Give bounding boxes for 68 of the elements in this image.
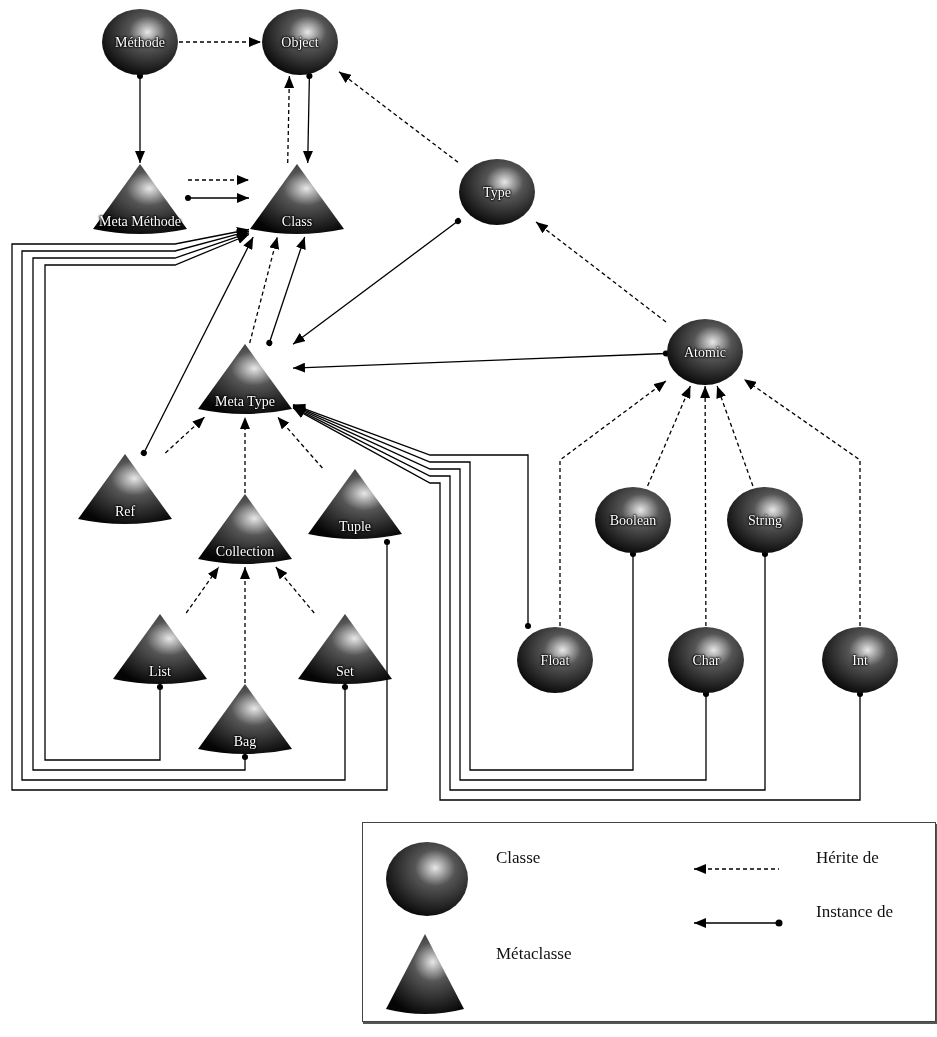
node-label: Ref — [113, 504, 137, 519]
arrow — [292, 404, 637, 771]
node-label: Meta Type — [214, 394, 276, 409]
node-label: Float — [539, 652, 571, 668]
arrow — [21, 229, 349, 781]
dashed-arrow — [535, 221, 667, 323]
arrow — [11, 226, 391, 791]
dashed-arrow — [338, 71, 459, 163]
node-label: Meta Méthode — [98, 214, 182, 229]
node-label: Boolean — [608, 512, 658, 528]
legend-label: Instance de — [816, 902, 893, 922]
metaclass-cone — [197, 343, 293, 417]
arrow — [140, 236, 254, 457]
metaclass-cone — [197, 683, 293, 757]
dashed-arrow — [716, 385, 754, 487]
dashed-arrow — [743, 378, 861, 627]
class-sphere — [594, 486, 672, 554]
dashed-arrow — [240, 566, 250, 684]
class-sphere — [726, 486, 804, 554]
dashed-arrow — [164, 416, 206, 454]
class-sphere — [516, 626, 594, 694]
node-label: Object — [280, 34, 320, 50]
node-label: Class — [280, 214, 314, 229]
node-label: List — [148, 664, 172, 679]
class-sphere — [101, 8, 179, 76]
node-label: Bag — [232, 734, 258, 749]
metaclass-cone — [77, 453, 173, 527]
metaclass-cone — [197, 493, 293, 567]
node-label: Set — [335, 664, 355, 679]
arrow — [184, 193, 250, 203]
dashed-arrow — [700, 385, 711, 627]
node-label: Méthode — [114, 34, 166, 50]
class-sphere — [261, 8, 339, 76]
metaclass-cone — [92, 163, 188, 237]
dashed-arrow — [646, 385, 692, 487]
node-label: Type — [482, 184, 512, 200]
class-sphere — [667, 626, 745, 694]
arrow — [292, 403, 532, 630]
node-label: Char — [691, 652, 721, 668]
class-sphere — [458, 158, 536, 226]
dashed-arrow — [276, 416, 324, 469]
metaclass-cone — [112, 613, 208, 687]
arrow — [292, 407, 864, 801]
arrow — [302, 72, 313, 164]
dashed-arrow — [559, 380, 667, 627]
dashed-arrow — [178, 37, 262, 47]
metaclass-cone — [307, 468, 403, 542]
node-label: String — [746, 512, 784, 528]
arrow — [292, 218, 462, 345]
metaclass-cone — [249, 163, 345, 237]
node-label: Atomic — [683, 344, 727, 360]
class-sphere — [821, 626, 899, 694]
node-label: Int — [851, 652, 869, 668]
dashed-arrow — [240, 416, 250, 494]
dashed-arrow — [284, 75, 295, 164]
class-sphere — [666, 318, 744, 386]
arrow — [266, 236, 306, 347]
legend-label: Classe — [496, 848, 541, 868]
legend-label: Hérite de — [816, 848, 879, 868]
metaclass-cone — [297, 613, 393, 687]
legend-label: Métaclasse — [496, 944, 572, 964]
node-label: Tuple — [337, 519, 373, 534]
node-label: Collection — [214, 544, 276, 559]
dashed-arrow — [187, 175, 250, 185]
dashed-arrow — [185, 566, 220, 614]
dashed-arrow — [249, 236, 280, 344]
dashed-arrow — [275, 566, 315, 614]
arrow — [135, 72, 145, 164]
